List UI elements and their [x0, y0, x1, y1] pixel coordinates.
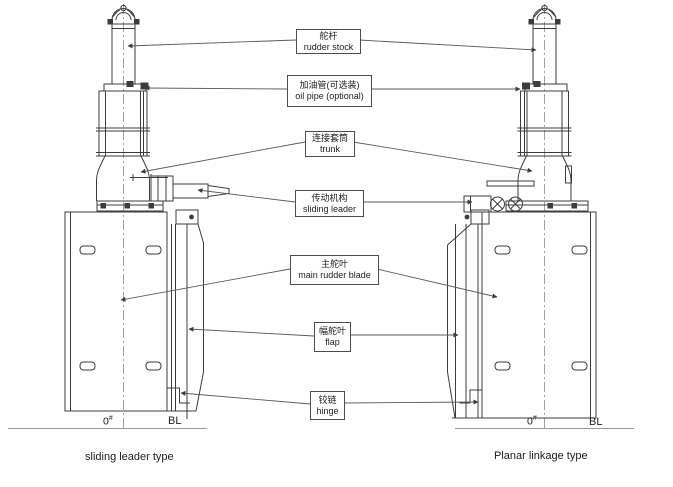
caption-planar-linkage-type: Planar linkage type: [494, 450, 588, 462]
station-zero-mark-left: 0#: [103, 415, 113, 428]
callout-flap-en: flap: [325, 337, 340, 347]
leader-trunk-right: [352, 141, 533, 173]
station-zero-mark-right: 0#: [527, 415, 537, 428]
base-plate-left: [96, 200, 164, 212]
planar-linkage-mechanism: [463, 180, 535, 213]
callout-hinge-cn: 铰链: [318, 394, 337, 405]
callout-flap-cn: 幅舵叶: [318, 326, 346, 336]
callout-hinge: 铰链 hinge: [310, 391, 345, 420]
trunk-left: [96, 90, 168, 201]
callout-flap: 幅舵叶 flap: [314, 322, 351, 352]
leader-rudder-stock-right: [358, 39, 537, 53]
base-plate-right: [505, 200, 589, 212]
leader-flap-left: [188, 326, 315, 337]
callout-sliding-leader-cn: 传动机构: [311, 192, 348, 203]
main-rudder-blade-left: [64, 209, 204, 412]
callout-oil-pipe-cn: 加油管(可选装): [299, 80, 360, 90]
callout-main-rudder-blade: 主舵叶 main rudder blade: [290, 255, 379, 285]
caption-sliding-leader-type: sliding leader type: [85, 451, 174, 463]
leader-rudder-stock-left: [127, 39, 297, 49]
callout-rudder-stock-en: rudder stock: [303, 41, 354, 52]
trunk-right: [517, 90, 572, 201]
callout-rudder-stock-cn: 舵杆: [319, 30, 338, 41]
leader-hinge-right: [342, 399, 479, 405]
leader-sliding-leader-left: [197, 188, 296, 203]
leader-main-blade-right: [376, 268, 498, 299]
leader-oil-pipe-left: [144, 85, 288, 91]
callout-oil-pipe: 加油管(可选装) oil pipe (optional): [287, 75, 372, 107]
callout-oil-pipe-en: oil pipe (optional): [295, 91, 364, 101]
leader-hinge-left: [180, 390, 311, 405]
baseline-mark-left: BL: [168, 415, 182, 427]
callout-trunk-en: trunk: [319, 144, 340, 154]
callout-main-rudder-blade-cn: 主舵叶: [320, 259, 348, 269]
right-assembly-drawing: [447, 4, 634, 430]
stock-flange-left: [103, 81, 149, 92]
callout-main-rudder-blade-en: main rudder blade: [298, 270, 371, 280]
hinge-notch-right: [459, 389, 482, 404]
left-assembly-drawing: [8, 4, 230, 430]
callout-sliding-leader-en: sliding leader: [302, 203, 357, 214]
leader-lines: [120, 39, 537, 405]
callout-sliding-leader: 传动机构 sliding leader: [295, 190, 364, 217]
baseline-mark-right: BL: [589, 416, 603, 428]
callout-rudder-stock: 舵杆 rudder stock: [296, 29, 361, 54]
flap-left: [167, 224, 204, 419]
flap-right: [447, 224, 482, 419]
leader-main-blade-left: [120, 268, 291, 302]
sliding-leader-mechanism: [150, 175, 230, 202]
stock-flange-right: [522, 81, 568, 92]
callout-trunk-cn: 连接套筒: [311, 133, 348, 143]
main-rudder-blade-right: [447, 209, 597, 419]
rudder-stock-cap-left: [107, 4, 140, 25]
rudder-stock-cap-right: [528, 4, 561, 25]
leader-trunk-left: [140, 141, 306, 174]
callout-hinge-en: hinge: [316, 405, 339, 416]
callout-trunk: 连接套筒 trunk: [305, 131, 355, 157]
hinge-notch-left: [167, 387, 190, 404]
